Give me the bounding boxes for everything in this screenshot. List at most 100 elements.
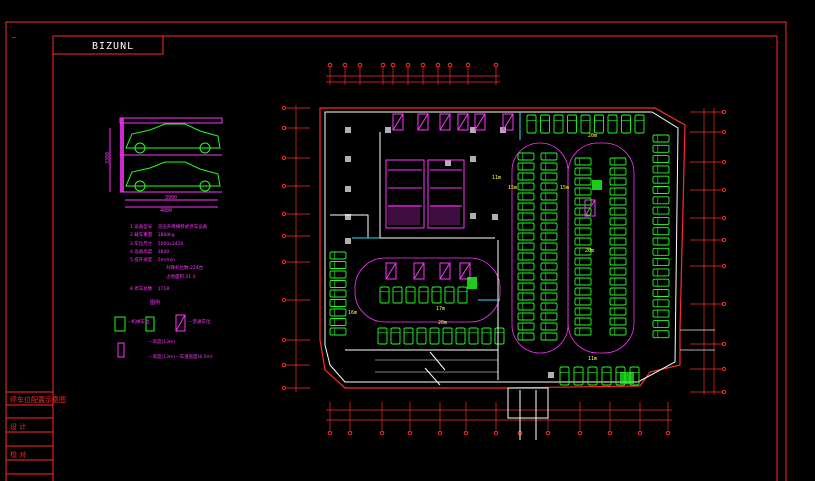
axis-bubble-left [281, 211, 287, 217]
structural-column [470, 156, 476, 162]
legend-item-1: —机械车位 [127, 320, 150, 325]
building-outline-red [319, 107, 686, 389]
parking-space-bottom-right [573, 366, 584, 386]
parking-space [652, 319, 670, 328]
parking-space [574, 237, 592, 246]
parking-space [540, 232, 558, 241]
parking-space [457, 286, 468, 304]
parking-space [609, 167, 627, 176]
parking-plan [281, 62, 727, 440]
parking-space [652, 196, 670, 205]
parking-space [652, 206, 670, 215]
parking-space [574, 267, 592, 276]
mechanical-parking-unit [502, 113, 514, 131]
parking-space [416, 327, 427, 345]
parking-space [574, 187, 592, 196]
parking-space [392, 286, 403, 304]
parking-space [517, 202, 535, 211]
parking-space [517, 252, 535, 261]
axis-bubble-right [721, 237, 727, 243]
zone-label-b: 15m [508, 185, 518, 191]
axis-bubble-left [281, 259, 287, 265]
parking-space [609, 297, 627, 306]
parking-space [574, 197, 592, 206]
mechanical-parking-unit [385, 262, 397, 280]
axis-bubble-bottom [463, 430, 469, 436]
parking-space [517, 182, 535, 191]
parking-space [329, 270, 347, 279]
circulation-loop-right [567, 142, 635, 354]
parking-space [390, 327, 401, 345]
parking-space [468, 327, 479, 345]
elevator-fill [467, 277, 477, 289]
zone-label-i: 11m [588, 356, 598, 362]
parking-space [517, 272, 535, 281]
parking-space-top-row [526, 114, 537, 134]
parking-space [455, 327, 466, 345]
spec-item: 2.载车重量 1800kg [130, 233, 175, 239]
parking-space [652, 247, 670, 256]
parking-space-top-row [621, 114, 631, 134]
parking-space-top-row [553, 114, 564, 134]
frame-corner-mark: ⌐ [12, 34, 16, 42]
title-block-row-2: 设 计 [10, 423, 27, 431]
axis-bubble-right [721, 187, 727, 193]
entry-ramp [507, 387, 549, 419]
parking-space [540, 192, 558, 201]
parking-space [517, 152, 535, 161]
parking-space [609, 227, 627, 236]
spec-item: 升降机位数:224台 [166, 266, 204, 272]
elevator-fill [592, 180, 602, 190]
parking-space [652, 289, 670, 297]
spec-item: 8.停车总数 1718 [130, 287, 170, 293]
parking-space [652, 134, 670, 143]
spec-item: 1.设备型号 双层升降横移式停车设备 [130, 225, 208, 230]
axis-bubble-bottom [379, 430, 385, 436]
axis-bubble-top [420, 62, 426, 68]
mechanical-unit-diagonal [474, 113, 486, 131]
parking-space [574, 247, 592, 256]
parking-space-bottom-right [587, 366, 598, 386]
building-wall [324, 111, 679, 383]
parking-space [517, 282, 535, 291]
parking-space [609, 187, 627, 196]
mechanical-unit-diagonal [457, 113, 469, 131]
mechanical-unit-diagonal [502, 113, 514, 131]
parking-space [517, 172, 535, 181]
parking-space [609, 307, 627, 316]
parking-space [517, 322, 535, 331]
structural-column [385, 127, 391, 133]
spec-list: 1.设备型号 双层升降横移式停车设备 2.载车重量 1800kg 3.车位尺寸 … [130, 224, 240, 294]
width-dimension-1: 3900 [165, 195, 177, 201]
parking-space [540, 272, 558, 281]
parking-space [609, 317, 627, 326]
axis-bubble-top [465, 62, 471, 68]
spec-item: 3.车位尺寸 5000x2450 [130, 241, 184, 247]
mechanical-parking-unit [439, 113, 451, 131]
parking-space [652, 258, 670, 267]
parking-space [652, 299, 670, 308]
zone-label-c: 15m [560, 185, 570, 191]
axis-bubble-right [721, 263, 727, 269]
parking-space [517, 222, 535, 231]
parking-space [517, 242, 535, 251]
spec-item: 5.提升速度 5m/min [130, 258, 175, 264]
title-block-row-1: 停车位配置示意图 [10, 396, 66, 404]
axis-bubble-left [281, 297, 287, 303]
parking-space [540, 152, 558, 161]
parking-space [517, 212, 535, 221]
parking-space [540, 292, 558, 301]
parking-space [540, 312, 558, 321]
structural-column [470, 127, 476, 133]
parking-space [609, 237, 627, 246]
parking-space [444, 286, 455, 304]
circulation-loop-left [511, 142, 569, 354]
parking-space [329, 289, 347, 298]
axis-bubble-left [281, 362, 287, 368]
axis-bubble-bottom [327, 430, 333, 436]
parking-space [609, 157, 627, 166]
parking-space-top-row [580, 114, 591, 134]
parking-space [442, 327, 453, 345]
parking-space-top-row [567, 114, 577, 134]
sheet-frame [5, 21, 787, 481]
